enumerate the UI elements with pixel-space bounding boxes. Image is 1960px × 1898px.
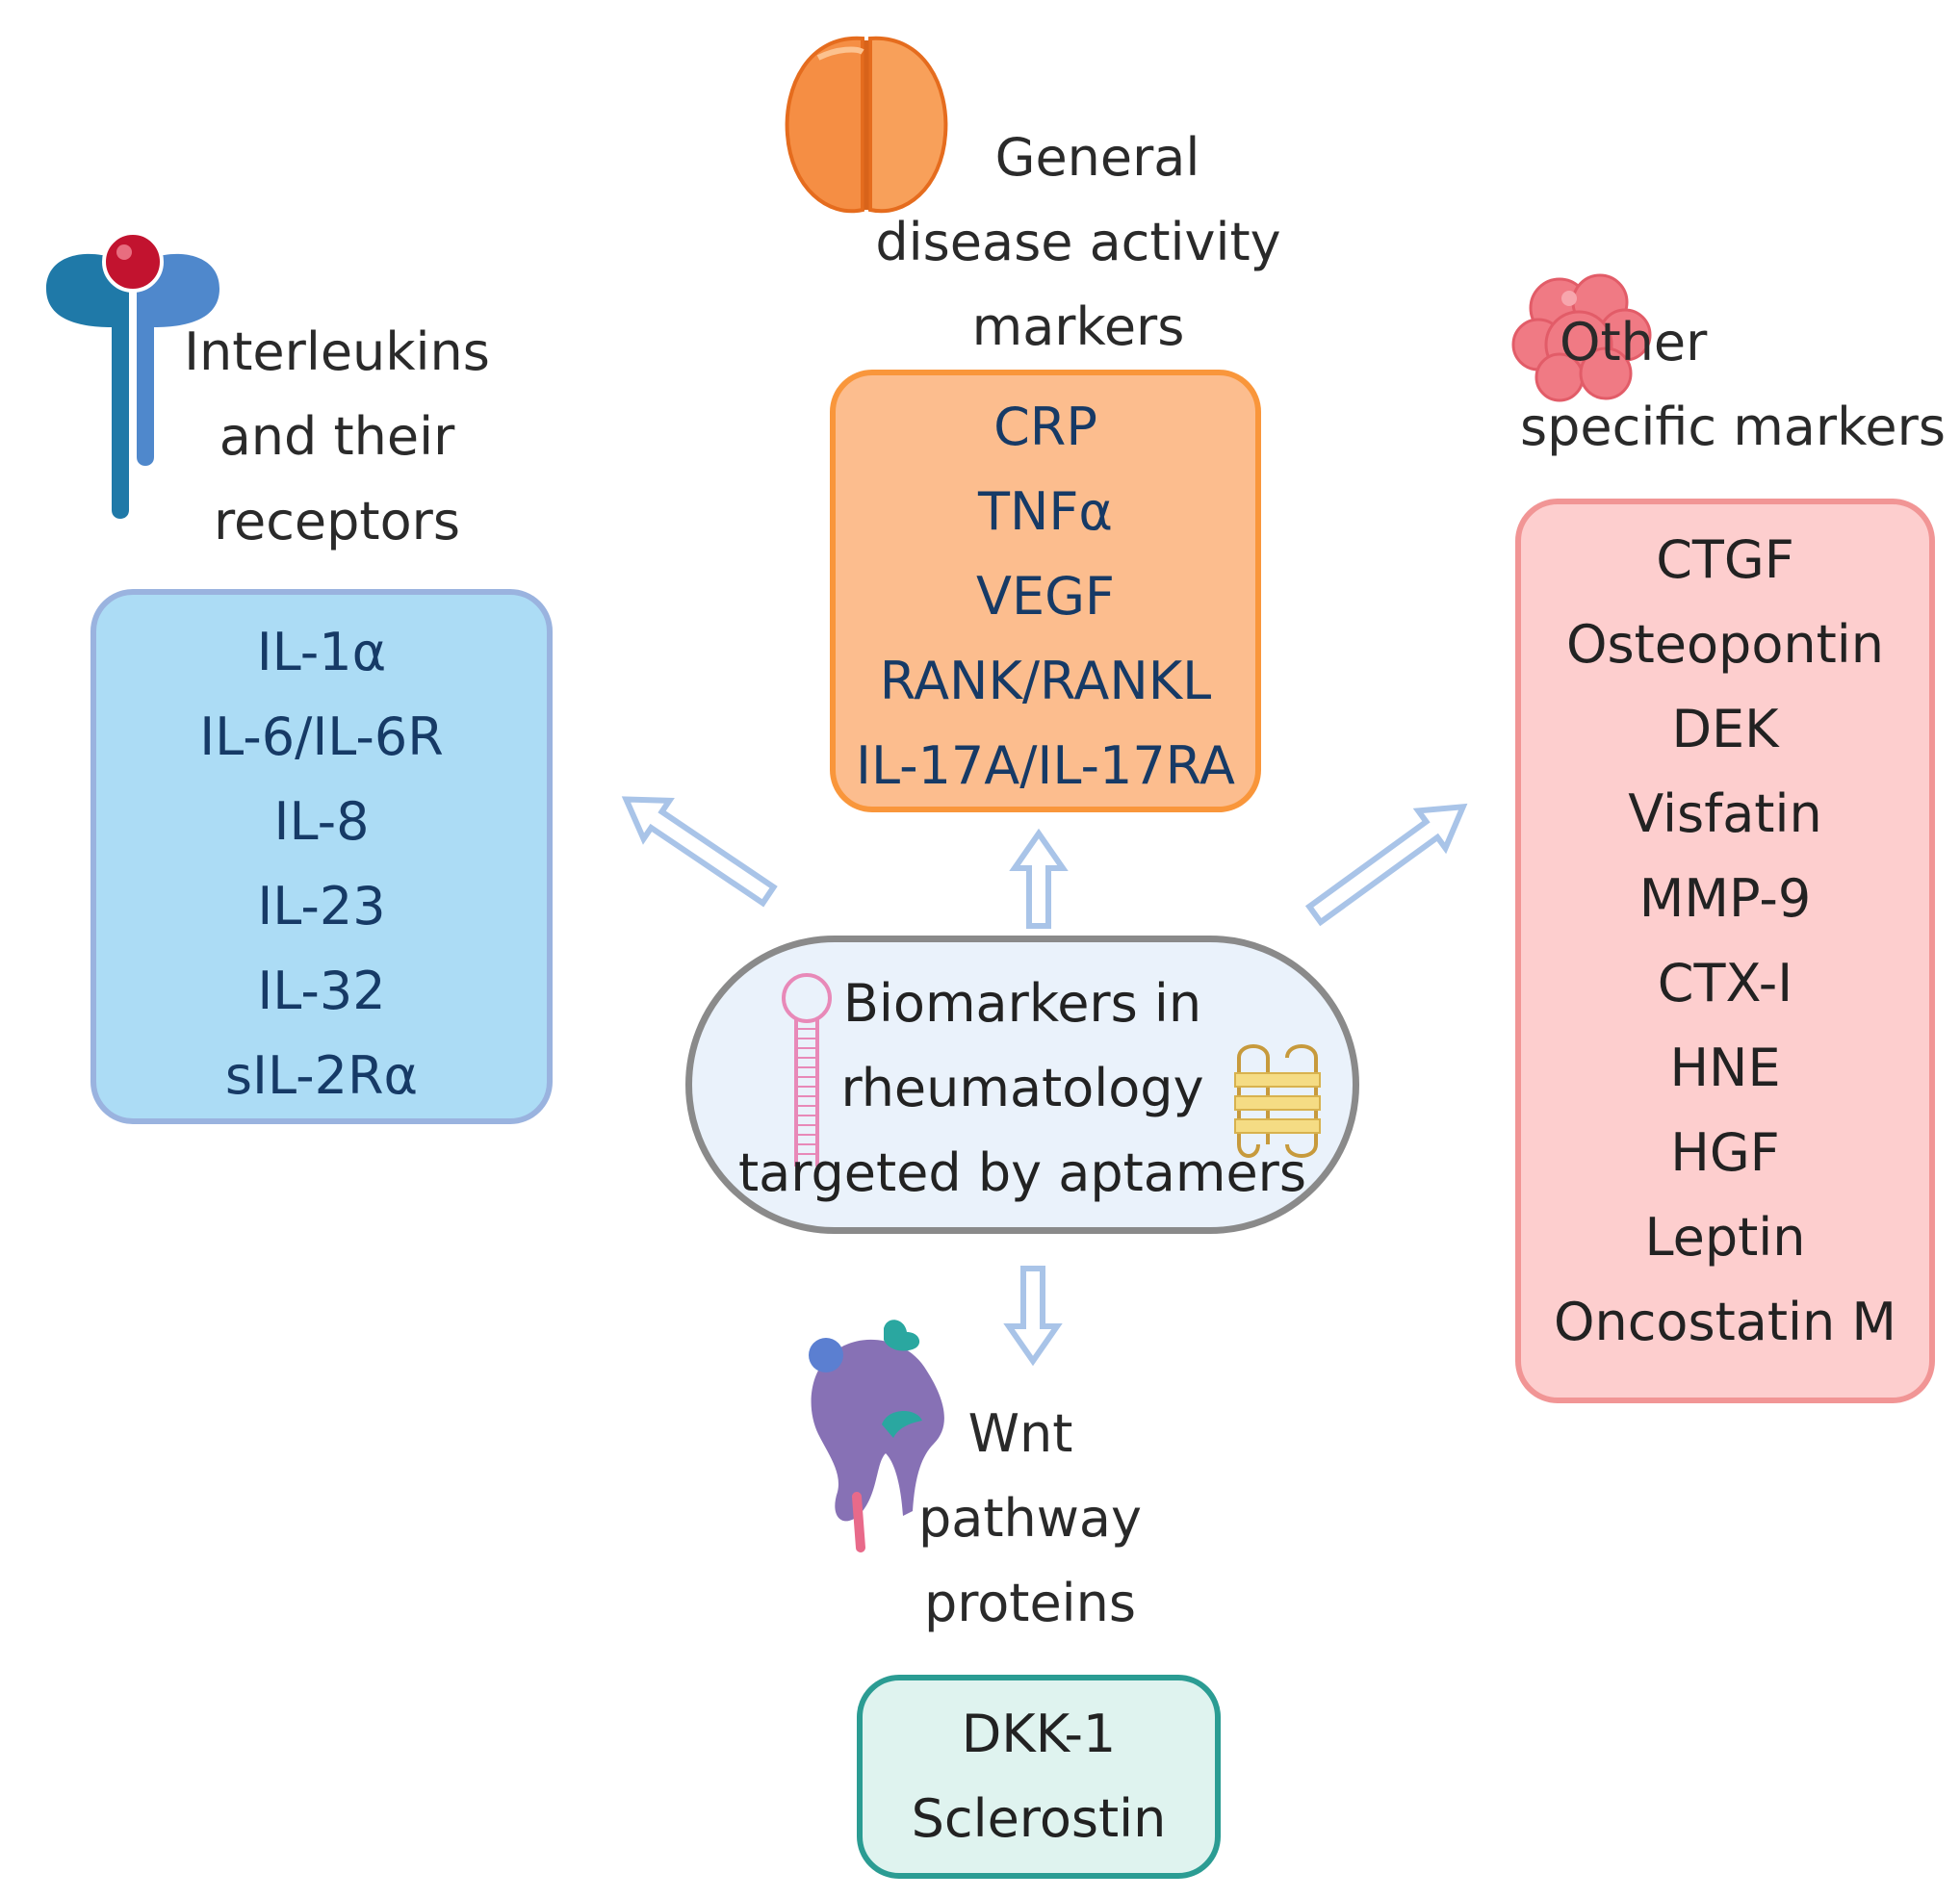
heading-line: proteins [923,1573,1137,1633]
other-heading: Other specific markers [1511,300,1954,470]
general-heading: General disease activity markers [828,115,1328,370]
center-line: targeted by aptamers [737,1142,1307,1203]
arrow-to-interleukins [621,796,778,908]
list-item: sIL-2Rα [224,1045,419,1106]
interleukins-list: IL-1α IL-6/IL-6R IL-8 IL-23 IL-32 sIL-2R… [96,595,547,1118]
other-box: CTGF Osteopontin DEK Visfatin MMP-9 CTX-… [1515,499,1935,1403]
heading-line: disease activity [875,212,1281,272]
wnt-box: DKK-1 Sclerostin [857,1675,1221,1879]
heading-line: specific markers [1520,397,1946,457]
center-pill: Biomarkers in rheumatology targeted by a… [685,936,1359,1234]
list-item: RANK/RANKL [879,651,1212,711]
center-line: Biomarkers in [842,973,1202,1034]
arrow-to-wnt [1003,1266,1063,1367]
wnt-list: DKK-1 Sclerostin [863,1680,1215,1861]
wnt-heading: Wnt pathway proteins [886,1392,1174,1646]
list-item: IL-1α [256,622,387,682]
list-item: TNFα [977,481,1114,542]
general-box: CRP TNFα VEGF RANK/RANKL IL-17A/IL-17RA [830,370,1261,812]
aptamer-hairpin-icon [782,973,832,1167]
wnt-protein-icon [809,1320,944,1552]
protein-cluster-icon [1511,273,1652,402]
list-item: IL-17A/IL-17RA [856,735,1235,796]
list-item: IL-32 [257,961,386,1021]
list-item: DEK [1671,699,1779,759]
heading-line: Other [1560,312,1708,372]
list-item: IL-23 [257,876,386,936]
list-item: CTGF [1656,529,1794,590]
heading-line: and their [219,406,455,467]
general-list: CRP TNFα VEGF RANK/RANKL IL-17A/IL-17RA [836,375,1255,808]
interleukins-heading: Interleukins and their receptors [154,310,520,564]
list-item: IL-6/IL-6R [199,706,444,767]
interleukins-box: IL-1α IL-6/IL-6R IL-8 IL-23 IL-32 sIL-2R… [90,589,553,1124]
heading-line: pathway [918,1488,1142,1549]
g-quadruplex-icon [1234,1044,1321,1158]
heading-line: receptors [214,491,460,551]
list-item: Osteopontin [1565,614,1884,675]
arrow-to-other [1304,803,1468,927]
list-item: CTX-I [1657,953,1793,1013]
list-item: Oncostatin M [1553,1292,1896,1352]
heading-line: Wnt [967,1403,1073,1464]
list-item: CRP [993,397,1097,457]
center-title: Biomarkers in rheumatology targeted by a… [692,962,1353,1216]
center-line: rheumatology [840,1058,1204,1118]
receptor-icon [46,231,219,519]
arrow-to-general [1009,828,1069,929]
heading-line: markers [971,296,1185,357]
list-item: Visfatin [1628,783,1822,844]
list-item: VEGF [976,566,1115,627]
list-item: HNE [1669,1038,1781,1098]
list-item: HGF [1670,1122,1780,1183]
list-item: MMP-9 [1638,868,1812,929]
heading-line: Interleukins [184,321,490,382]
list-item: IL-8 [273,791,370,852]
list-item: DKK-1 [961,1704,1117,1764]
list-item: Leptin [1644,1207,1806,1268]
protein-dimer-icon [785,36,948,214]
other-list: CTGF Osteopontin DEK Visfatin MMP-9 CTX-… [1521,504,1929,1365]
list-item: Sclerostin [911,1788,1167,1849]
heading-line: General [994,127,1200,188]
